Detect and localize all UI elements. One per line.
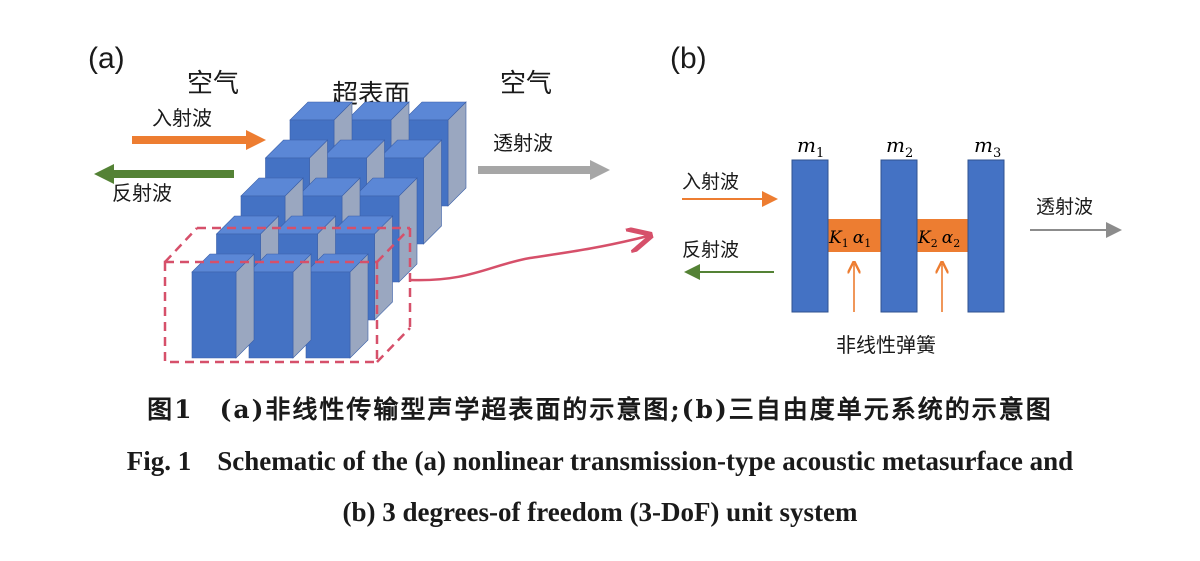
caption-chinese-number: 图1: [147, 395, 194, 424]
figure-canvas: (a) 空气 超表面 空气 入射波 反射波 透射波: [88, 42, 1122, 364]
mass-label-1: m1: [797, 133, 824, 161]
incident-arrow-a: [132, 130, 266, 150]
spring-2: [915, 219, 969, 252]
spring-1: [826, 219, 882, 252]
mass-label-3: m3: [974, 133, 1001, 161]
mass-block-3: [967, 159, 1005, 313]
reflected-wave-label-b: 反射波: [682, 239, 739, 261]
transmitted-wave-label-b: 透射波: [1036, 196, 1093, 218]
mass-block-2: [880, 159, 918, 313]
incident-wave-label-a: 入射波: [152, 106, 212, 130]
metasurface-block-array: [191, 101, 467, 359]
connector-arrow: [409, 236, 648, 282]
block-front: [248, 271, 294, 359]
panel-b-tag: (b): [670, 42, 707, 75]
mass-label-2: m2: [886, 133, 913, 161]
block-front: [305, 271, 351, 359]
caption-english-line-2: (b) 3 degrees-of freedom (3-DoF) unit sy…: [0, 497, 1200, 528]
caption-english-text-1: Schematic of the (a) nonlinear transmiss…: [217, 446, 1074, 476]
unit-cell-highlight: [163, 226, 412, 364]
panel-a-tag: (a): [88, 42, 125, 75]
reflected-wave-label-a: 反射波: [112, 181, 172, 205]
caption-english-line-1: Fig. 1 Schematic of the (a) nonlinear tra…: [0, 446, 1200, 477]
caption-english-text-2: (b) 3 degrees-of freedom (3-DoF) unit sy…: [342, 497, 858, 527]
block-front: [191, 271, 237, 359]
reflected-arrow-a: [94, 164, 234, 184]
caption-chinese-text: (a)非线性传输型声学超表面的示意图;(b)三自由度单元系统的示意图: [219, 395, 1053, 424]
caption-english-number: Fig. 1: [126, 446, 192, 476]
air-right-label: 空气: [500, 69, 552, 99]
incident-wave-label-b: 入射波: [682, 171, 739, 193]
caption-chinese: 图1 (a)非线性传输型声学超表面的示意图;(b)三自由度单元系统的示意图: [0, 390, 1200, 426]
mass-block-1: [791, 159, 829, 313]
transmitted-arrow-a: [478, 160, 610, 180]
transmitted-wave-label-a: 透射波: [493, 131, 553, 155]
air-left-label: 空气: [187, 69, 239, 99]
nonlinear-spring-label: 非线性弹簧: [836, 333, 936, 357]
panel-a: (a) 空气 超表面 空气 入射波 反射波 透射波: [88, 42, 648, 364]
